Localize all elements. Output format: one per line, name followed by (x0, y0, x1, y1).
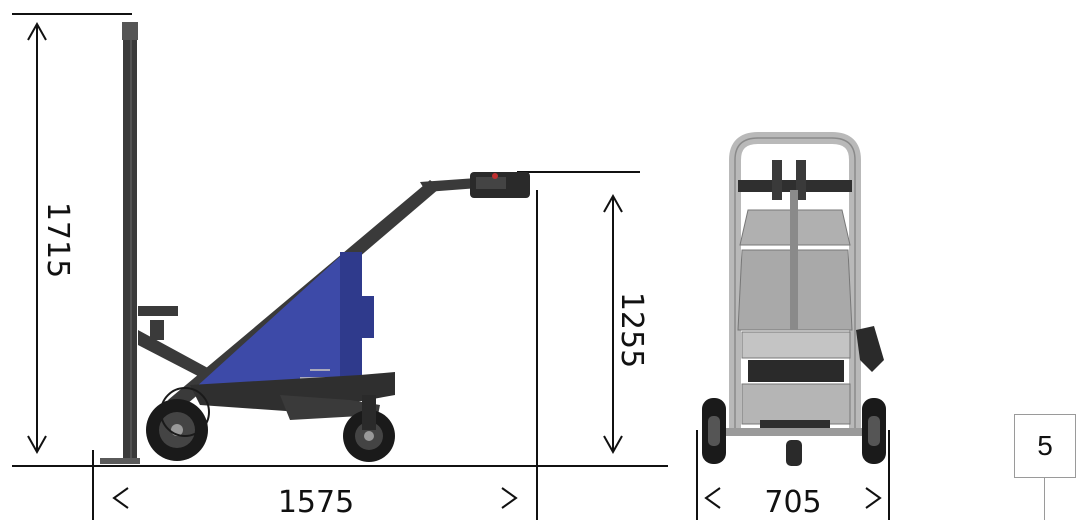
height-overall-dimension: 1715 (27, 21, 75, 455)
height-overall-label: 1715 (40, 202, 75, 278)
length-label: 1575 (278, 485, 354, 520)
page-number-label: 5 (1037, 430, 1053, 461)
front-view-illustration (702, 132, 886, 466)
width-label: 705 (764, 485, 821, 520)
side-view-illustration (100, 22, 530, 464)
width-dimension: 705 (696, 430, 890, 520)
page-number-badge-stem (1044, 478, 1045, 520)
height-handle-dimension: 1255 (603, 193, 649, 455)
height-handle-label: 1255 (614, 292, 649, 368)
length-dimension: 1575 (92, 190, 538, 520)
page-number-badge: 5 (1014, 414, 1076, 478)
